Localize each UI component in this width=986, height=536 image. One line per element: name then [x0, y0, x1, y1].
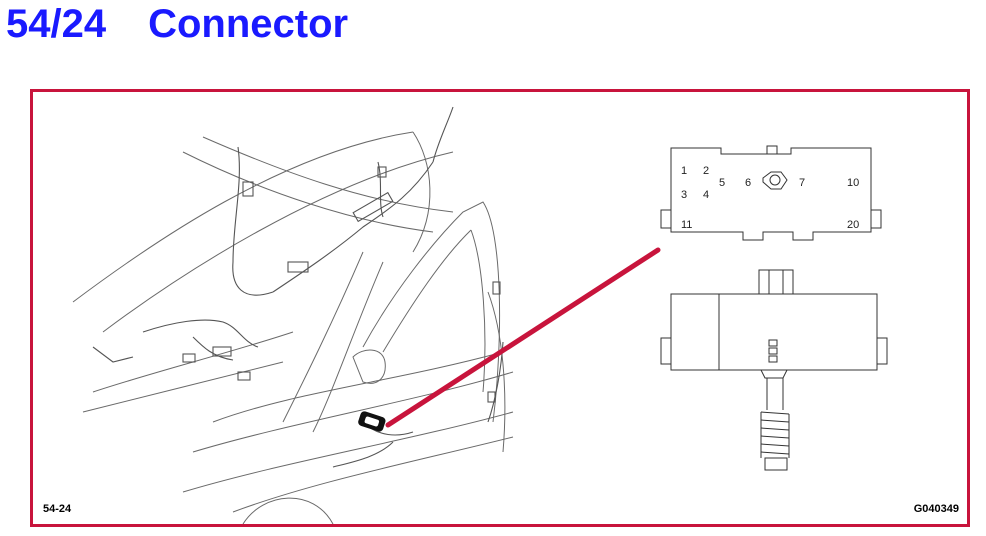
pin-10: 10 [847, 177, 859, 189]
connector-location-icon [358, 411, 386, 432]
pin-2: 2 [703, 165, 709, 177]
title-code: 54/24 [6, 2, 107, 46]
pin-1: 1 [681, 165, 687, 177]
figure-number-label: 54-24 [43, 503, 72, 515]
wiring-harness-drawing [92, 106, 504, 468]
pin-5: 5 [719, 177, 725, 189]
connector-side-icon [660, 269, 888, 471]
pin-20: 20 [847, 219, 859, 231]
image-id-label: G040349 [913, 503, 959, 515]
page-title: 54/24 Connector [6, 2, 348, 47]
connector-face-icon: 1 2 3 4 5 6 7 10 11 20 [660, 145, 882, 241]
callout-pointer-line [385, 247, 661, 428]
pin-6: 6 [745, 177, 751, 189]
diagram-svg: 1 2 3 4 5 6 7 10 11 20 [72, 106, 888, 524]
title-name: Connector [148, 2, 349, 46]
pin-3: 3 [681, 189, 687, 201]
pin-4: 4 [703, 189, 709, 201]
pin-7: 7 [799, 177, 805, 189]
diagram-frame: 1 2 3 4 5 6 7 10 11 20 [30, 89, 970, 527]
car-body-drawing [72, 131, 514, 524]
pin-11: 11 [681, 219, 692, 231]
